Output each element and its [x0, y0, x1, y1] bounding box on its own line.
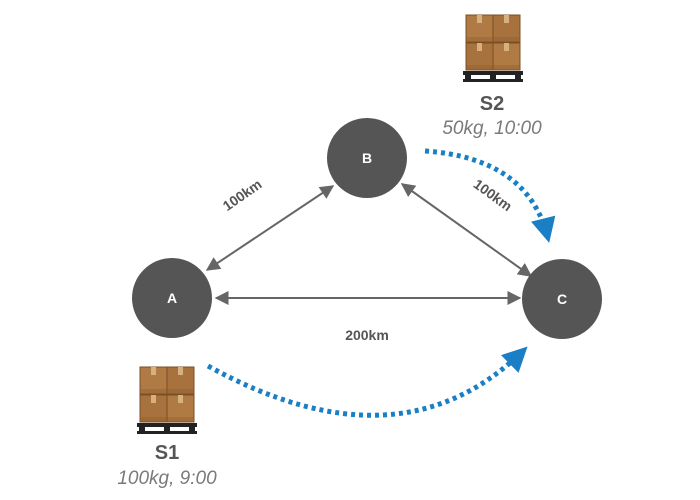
node-b: B — [327, 118, 407, 198]
edge-a-b — [205, 185, 335, 271]
route-s1-a-to-c — [206, 346, 528, 418]
shipment-s2: S2 50kg, 10:00 — [442, 14, 542, 139]
edge-label-b-c: 100km — [471, 176, 516, 215]
pallet-boxes-icon — [462, 14, 524, 83]
shipment-s1-detail: 100kg, 9:00 — [117, 468, 217, 489]
node-c-label: C — [557, 291, 567, 307]
shipment-s1: S1 100kg, 9:00 — [117, 366, 217, 489]
shipment-s2-name: S2 — [480, 93, 504, 115]
node-c: C — [522, 259, 602, 339]
pallet-boxes-icon — [136, 366, 198, 435]
edge-label-a-b: 100km — [220, 176, 265, 214]
node-a-label: A — [167, 290, 177, 306]
shipment-s2-detail: 50kg, 10:00 — [442, 118, 542, 139]
shipment-s1-name: S1 — [155, 442, 179, 464]
edge-b-c — [400, 183, 533, 277]
edge-label-a-c: 200km — [345, 327, 389, 343]
node-b-label: B — [362, 150, 372, 166]
node-a: A — [132, 258, 212, 338]
